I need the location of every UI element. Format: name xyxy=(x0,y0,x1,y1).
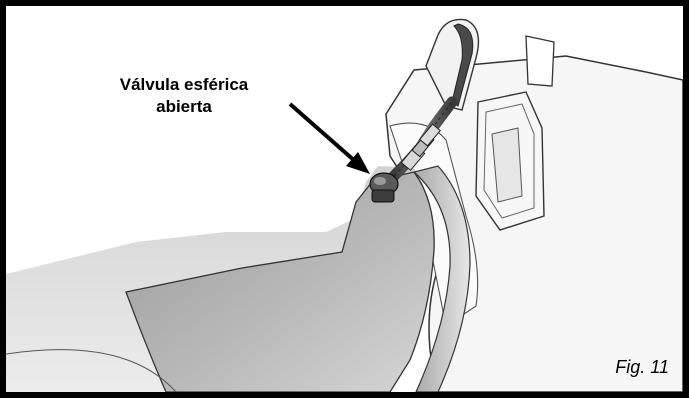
callout-line-1: Válvula esférica xyxy=(119,75,249,94)
deck-housing xyxy=(125,171,435,392)
callout-line-2: abierta xyxy=(156,97,212,116)
ball-valve-callout: Válvula esférica abierta xyxy=(84,74,284,118)
deck-edge-line xyxy=(6,349,177,392)
ball-valve xyxy=(369,172,399,203)
figure-label: Fig. 11 xyxy=(615,357,669,377)
housing-box-inner xyxy=(483,103,535,219)
housing-box-recess xyxy=(491,127,523,203)
hose-fitting xyxy=(400,123,441,171)
callout-arrow xyxy=(288,102,370,174)
deck-rim xyxy=(412,165,471,392)
mower-strut xyxy=(525,35,555,87)
mower-illustration xyxy=(6,18,683,392)
